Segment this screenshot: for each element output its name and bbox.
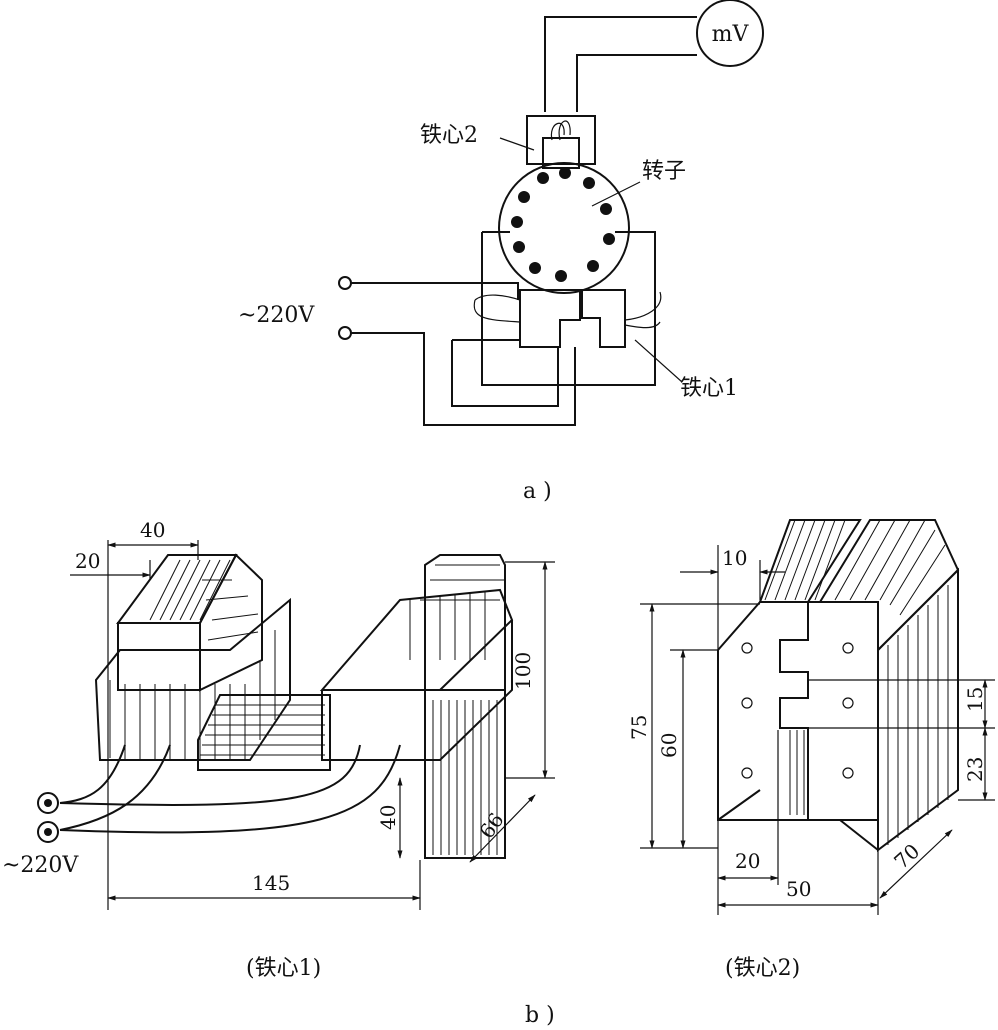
diagram-a: mV 铁心2 转子 [238, 0, 764, 504]
dim-40-top: 40 [140, 518, 165, 542]
caption-b: b ) [525, 1003, 555, 1028]
lead-2 [59, 744, 171, 831]
rotor-label: 转子 [642, 159, 686, 184]
core2-front-left [717, 601, 809, 821]
dim-line-70 [879, 829, 953, 899]
dim-10: 10 [722, 546, 747, 570]
core2-label: 铁心2 [420, 123, 478, 148]
supply-wire-1 [351, 282, 519, 300]
core1-yoke [197, 694, 331, 771]
core1-left-leg [94, 553, 291, 761]
supply-wire-2 [351, 332, 576, 426]
core2-drawing: 10 75 60 15 23 20 50 70 (铁心2) [627, 519, 995, 981]
dim-20: 20 [75, 549, 100, 573]
dim-60: 60 [657, 733, 681, 758]
dim-50: 50 [786, 877, 811, 901]
meter-label: mV [712, 22, 750, 47]
supply-label-b: ~220V [2, 853, 79, 878]
dim-66: 66 [474, 808, 508, 843]
rotor [498, 162, 630, 294]
core2-leader [499, 137, 535, 151]
supply-label-a: ~220V [238, 303, 315, 328]
meter-lead-2 [576, 54, 697, 112]
lug-1 [37, 792, 59, 814]
meter-lead-1 [544, 16, 697, 112]
caption-a: a ) [523, 479, 552, 504]
rotor-leader [591, 181, 641, 207]
lead-1 [59, 744, 126, 804]
core2-block [526, 115, 596, 169]
dim-15: 15 [963, 687, 987, 712]
caption-core1: (铁心1) [246, 956, 321, 981]
dim-70: 70 [889, 839, 924, 874]
lead-3 [59, 744, 361, 806]
dim-100: 100 [511, 652, 535, 690]
core1-label: 铁心1 [680, 376, 738, 401]
supply-wire-3 [451, 340, 559, 407]
terminal-bottom [338, 326, 352, 340]
core2-front-right [779, 601, 879, 821]
lead-4 [59, 744, 401, 834]
core1-leader [634, 339, 683, 383]
dim-75: 75 [627, 715, 651, 740]
core1-drawing: ~220V 40 20 100 40 66 145 (铁心1) [2, 518, 555, 981]
lug-2 [37, 821, 59, 843]
core1-right-leg [319, 554, 514, 859]
dim-40-vertical: 40 [376, 805, 400, 830]
core1-frame [473, 231, 662, 386]
dim-145: 145 [252, 871, 290, 895]
millivoltmeter: mV [696, 0, 764, 67]
dim-20b: 20 [735, 849, 760, 873]
dim-23: 23 [963, 757, 987, 782]
dim-line-66 [469, 794, 536, 863]
caption-core2: (铁心2) [725, 956, 800, 981]
terminal-top [338, 276, 352, 290]
